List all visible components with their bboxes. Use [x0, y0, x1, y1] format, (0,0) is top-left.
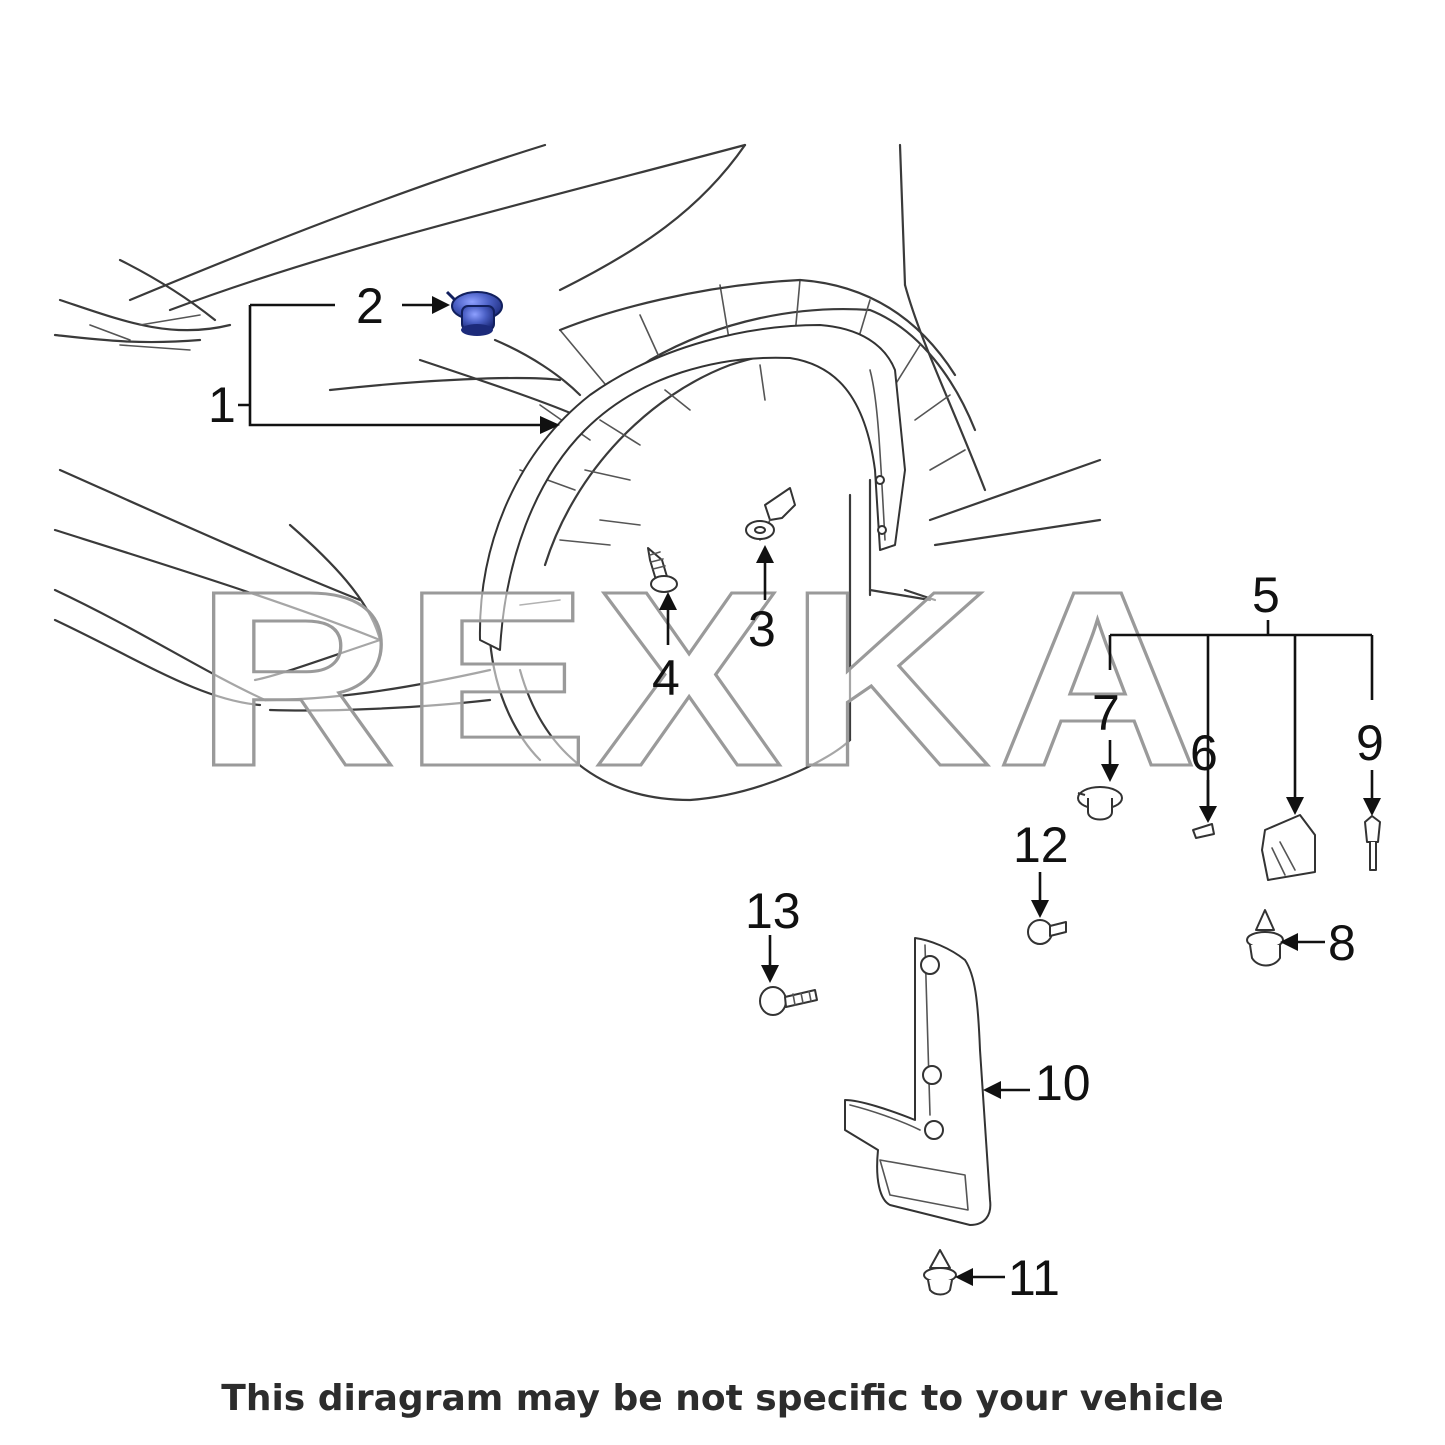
wheel-well-liner [488, 278, 977, 802]
callout-12: 12 [1013, 817, 1069, 873]
clip-highlighted[interactable] [445, 290, 503, 336]
callout-5: 5 [1252, 567, 1280, 623]
callout-9: 9 [1356, 715, 1384, 771]
callout-3: 3 [748, 601, 776, 657]
callout-6: 6 [1190, 725, 1218, 781]
callout-11: 11 [1008, 1250, 1060, 1306]
screw-13[interactable] [759, 986, 818, 1016]
mud-guard[interactable] [844, 937, 992, 1226]
fender-flare-molding[interactable] [478, 324, 906, 651]
clip-6[interactable] [1192, 823, 1215, 839]
bolt-12[interactable] [1027, 919, 1067, 945]
callout-4: 4 [652, 650, 680, 706]
callout-10: 10 [1035, 1055, 1091, 1111]
screw[interactable] [647, 547, 678, 593]
callout-8: 8 [1328, 915, 1356, 971]
mudguard-bracket[interactable] [1261, 814, 1316, 881]
vehicle-body-outline [53, 143, 1102, 742]
callout-2: 2 [356, 278, 384, 334]
callout-7: 7 [1092, 685, 1120, 741]
disclaimer-text: This diragram may be not specific to you… [221, 1378, 1224, 1419]
callout-13: 13 [745, 883, 801, 939]
watermark: REXKA [195, 539, 1205, 818]
clip-7[interactable] [1077, 786, 1123, 821]
callout-numbers: 1 2 3 4 5 6 7 8 9 10 11 12 13 [208, 278, 1384, 1306]
clip-with-nut[interactable] [745, 487, 796, 541]
callout-1: 1 [208, 377, 236, 433]
push-clip-8[interactable] [1246, 909, 1284, 967]
leader-lines [238, 296, 1381, 1286]
push-clip-11[interactable] [923, 1249, 957, 1296]
pin-9[interactable] [1364, 815, 1381, 871]
